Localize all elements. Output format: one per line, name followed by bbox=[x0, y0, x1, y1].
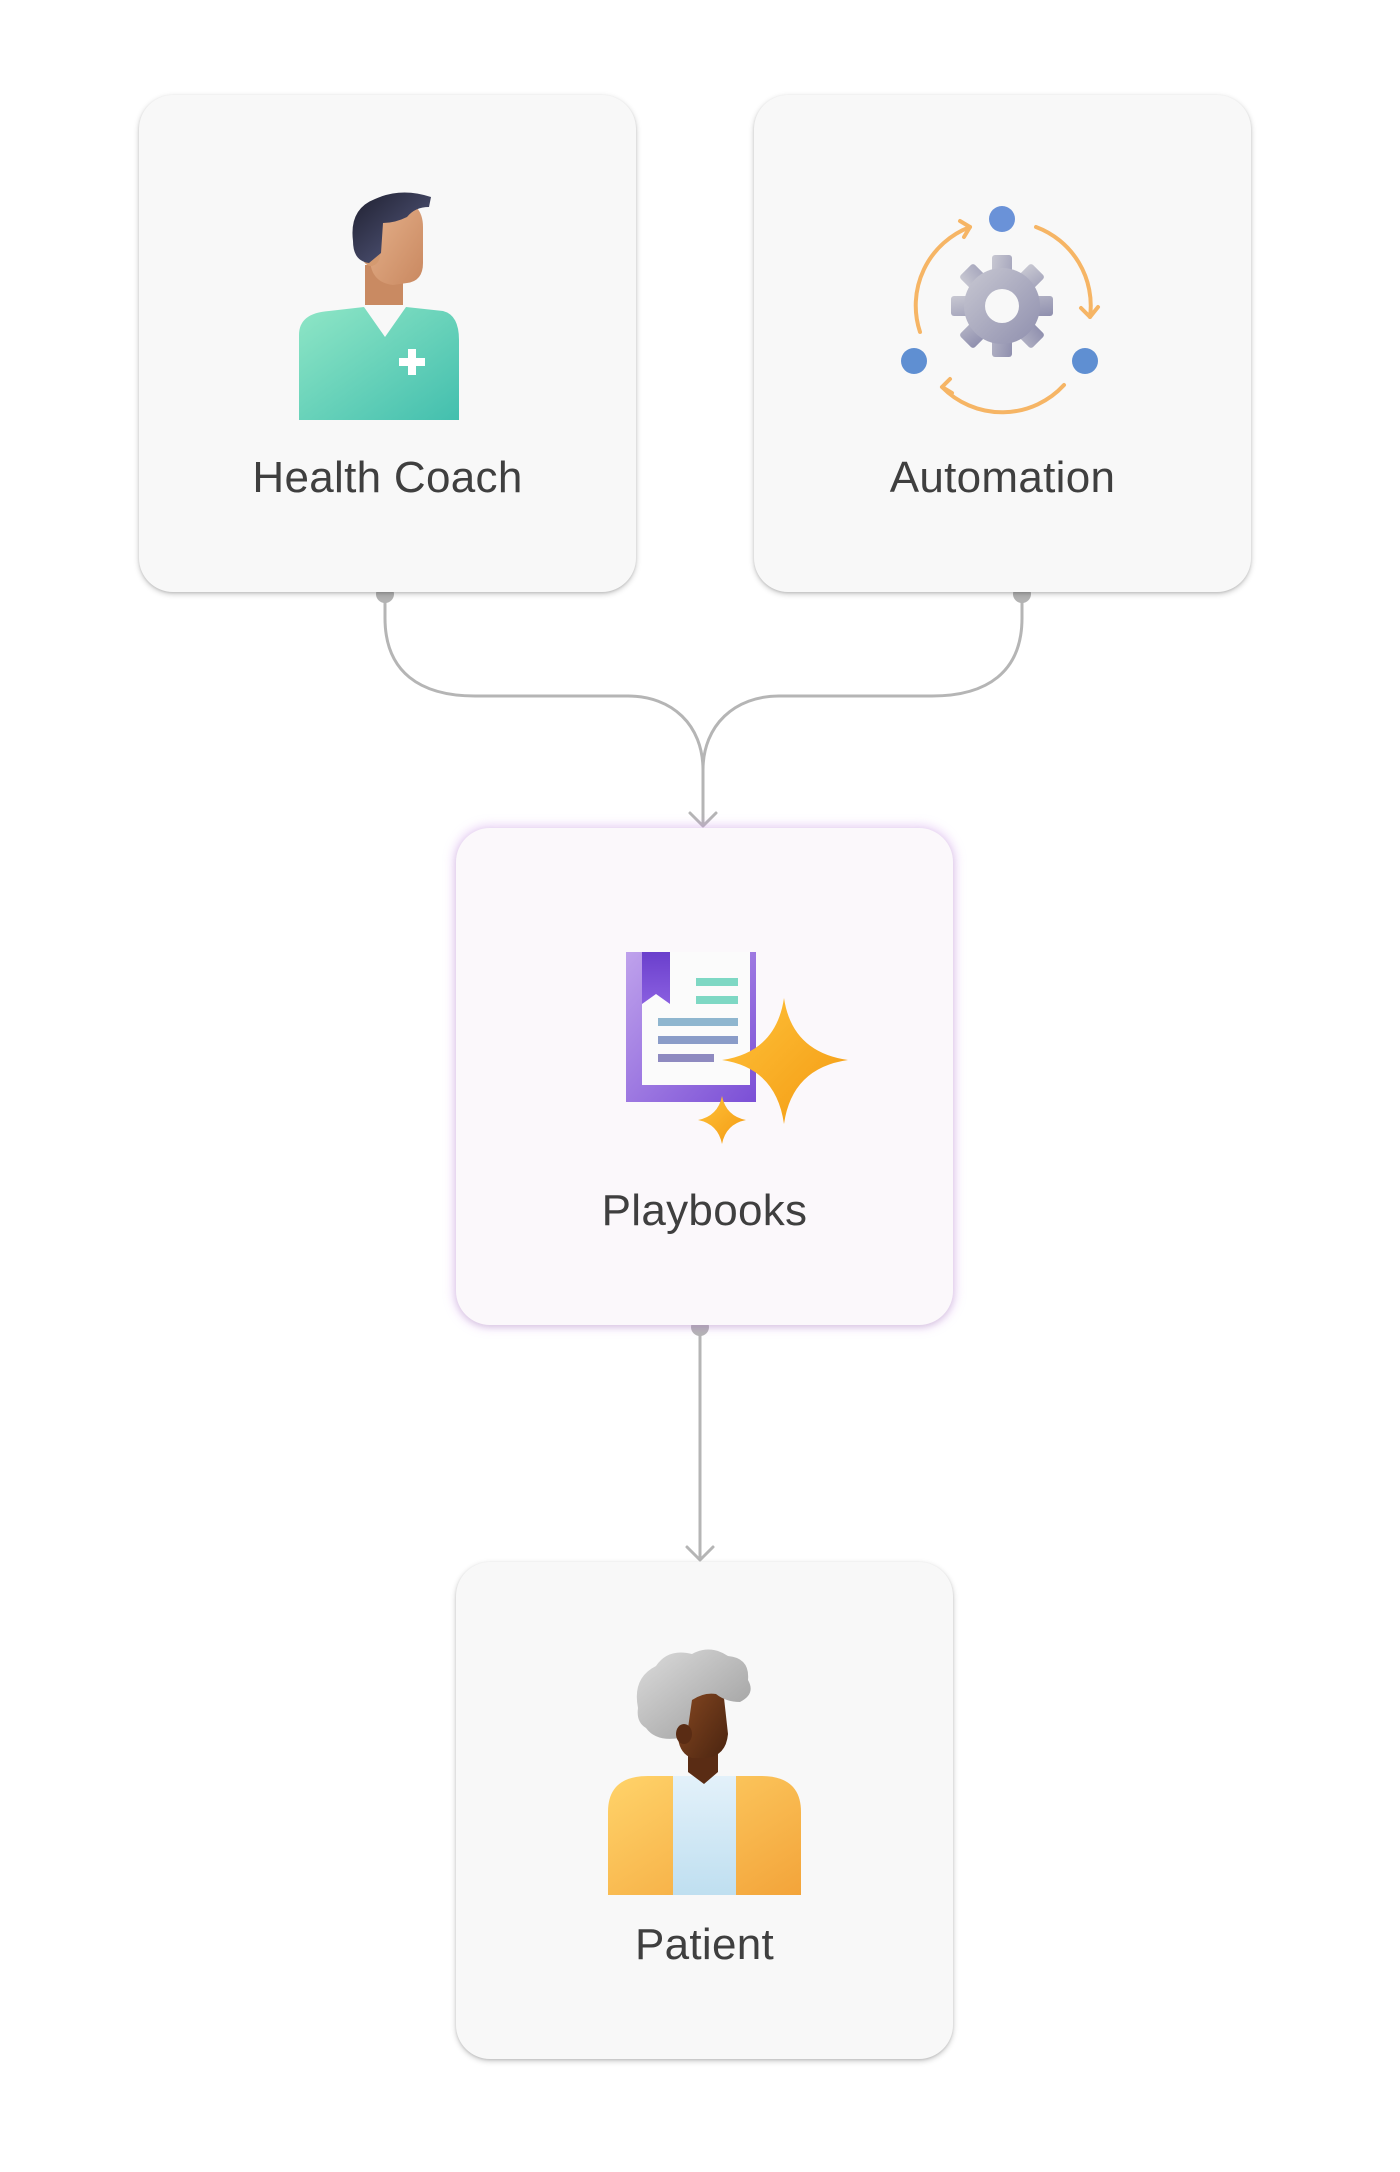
node-label-automation: Automation bbox=[889, 453, 1116, 502]
health-coach-icon bbox=[299, 192, 459, 420]
arrowhead-playbooks bbox=[688, 811, 718, 828]
node-patient[interactable]: Patient bbox=[456, 1562, 953, 2059]
node-playbooks[interactable]: rect Playbooks bbox=[456, 828, 953, 1325]
node-automation[interactable]: Automation bbox=[754, 95, 1251, 592]
node-health-coach[interactable]: Health Coach bbox=[139, 95, 636, 592]
playbook-sparkle-icon: rect bbox=[626, 952, 848, 1144]
arrowhead-patient bbox=[685, 1545, 715, 1562]
node-label-patient: Patient bbox=[634, 1920, 775, 1969]
node-label-playbooks: Playbooks bbox=[601, 1186, 808, 1235]
edge-health-coach-to-playbooks bbox=[383, 594, 705, 826]
automation-gear-icon bbox=[901, 206, 1100, 415]
node-label-health-coach: Health Coach bbox=[252, 453, 523, 502]
patient-icon bbox=[608, 1649, 801, 1895]
edge-automation-to-playbooks bbox=[701, 594, 1024, 826]
